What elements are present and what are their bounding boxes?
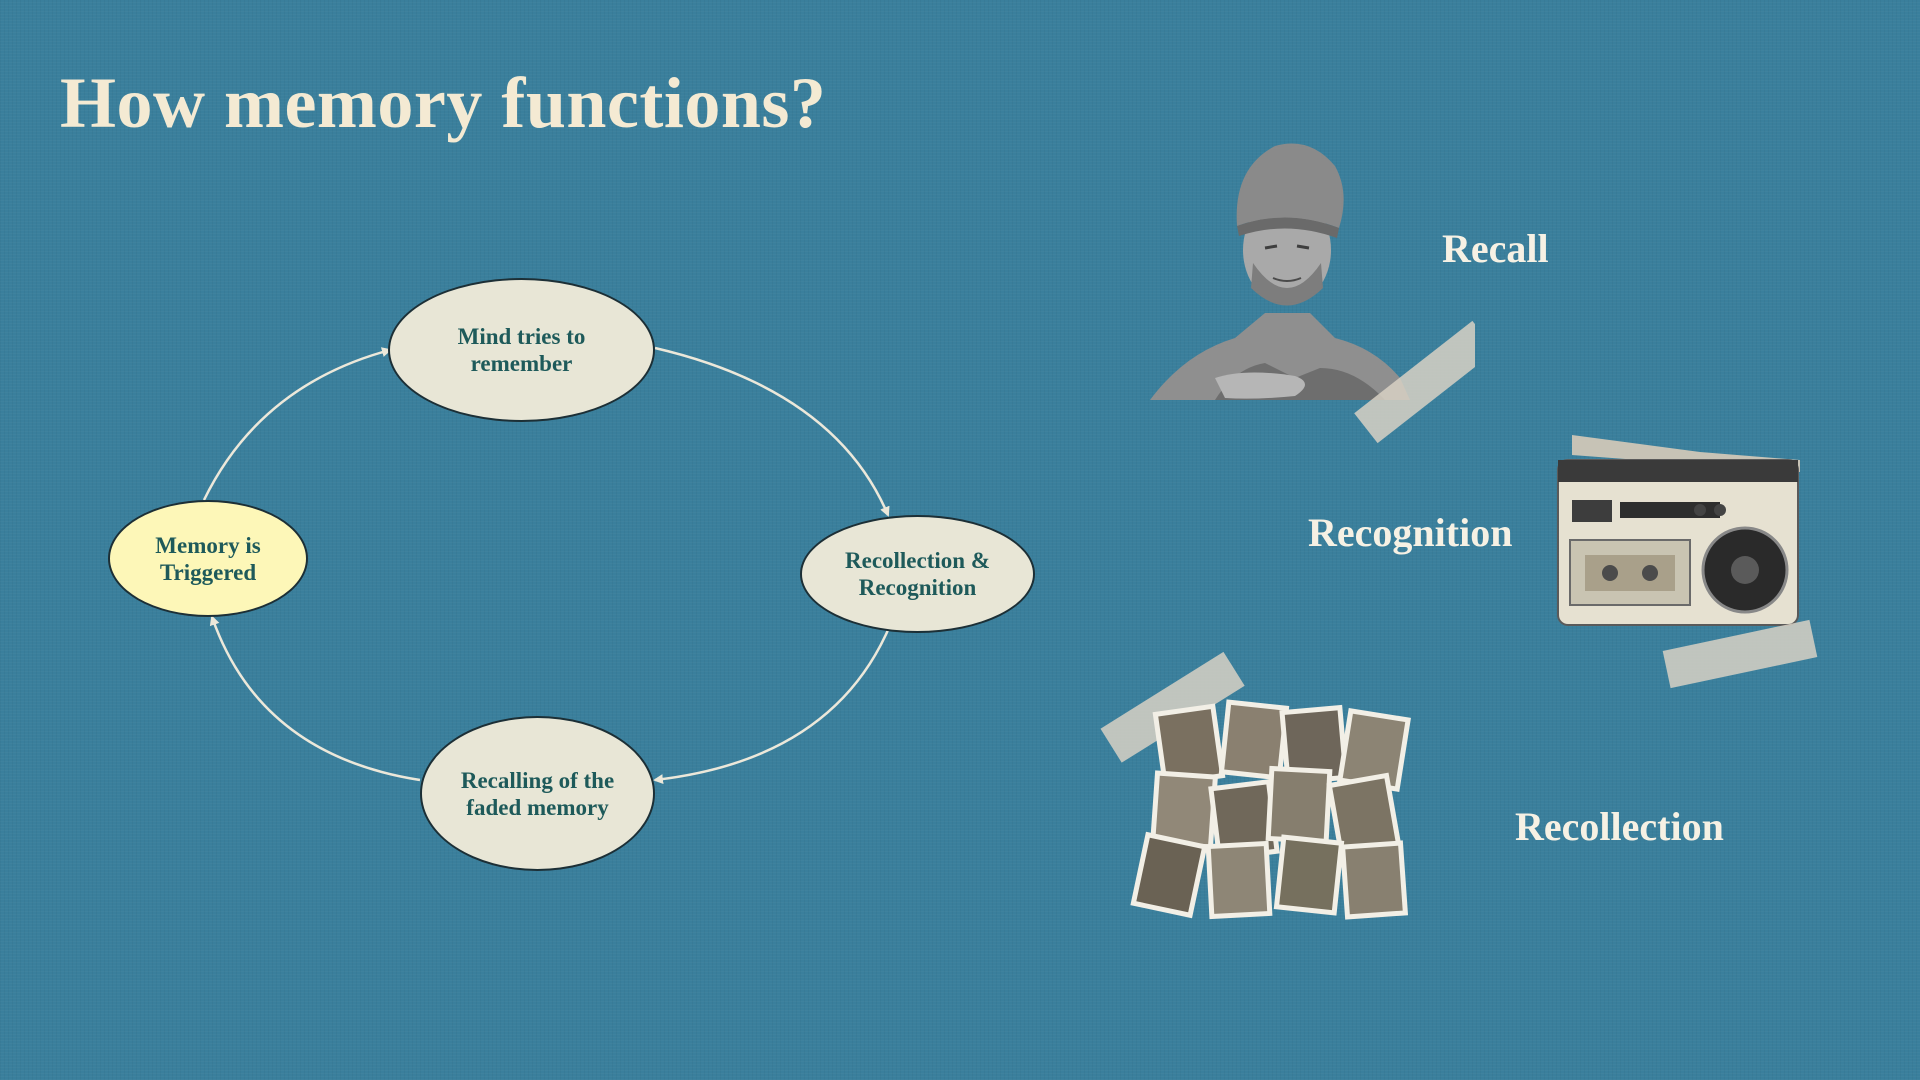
node-label: Memory is Triggered xyxy=(155,532,261,585)
cassette-radio-image xyxy=(1557,435,1818,689)
node-mind-tries-to-remember: Mind tries to remember xyxy=(388,278,655,422)
tape-strip xyxy=(1100,651,1245,763)
tape-strip xyxy=(1662,619,1818,689)
arrow-mind-to-recrec xyxy=(654,346,890,517)
man-portrait-image xyxy=(1150,143,1475,444)
node-memory-triggered: Memory is Triggered xyxy=(108,500,308,617)
node-recollection-recognition: Recollection & Recognition xyxy=(800,515,1035,633)
node-label: Mind tries to remember xyxy=(457,324,586,376)
label-recognition: Recognition xyxy=(1308,510,1513,555)
arrow-trigger-to-mind xyxy=(202,347,392,501)
node-label: Recollection & Recognition xyxy=(845,548,990,600)
node-recalling-faded-memory: Recalling of the faded memory xyxy=(420,716,655,871)
tape-strip xyxy=(1354,320,1475,444)
arrow-recrec-to-recalling xyxy=(653,629,890,785)
label-recall: Recall xyxy=(1442,226,1549,271)
arrow-recalling-to-trigger xyxy=(209,615,421,782)
node-label: Recalling of the faded memory xyxy=(460,767,615,820)
label-recollection: Recollection xyxy=(1515,804,1724,849)
photo-pile-image xyxy=(1100,651,1411,920)
page-title: How memory functions? xyxy=(60,63,827,143)
